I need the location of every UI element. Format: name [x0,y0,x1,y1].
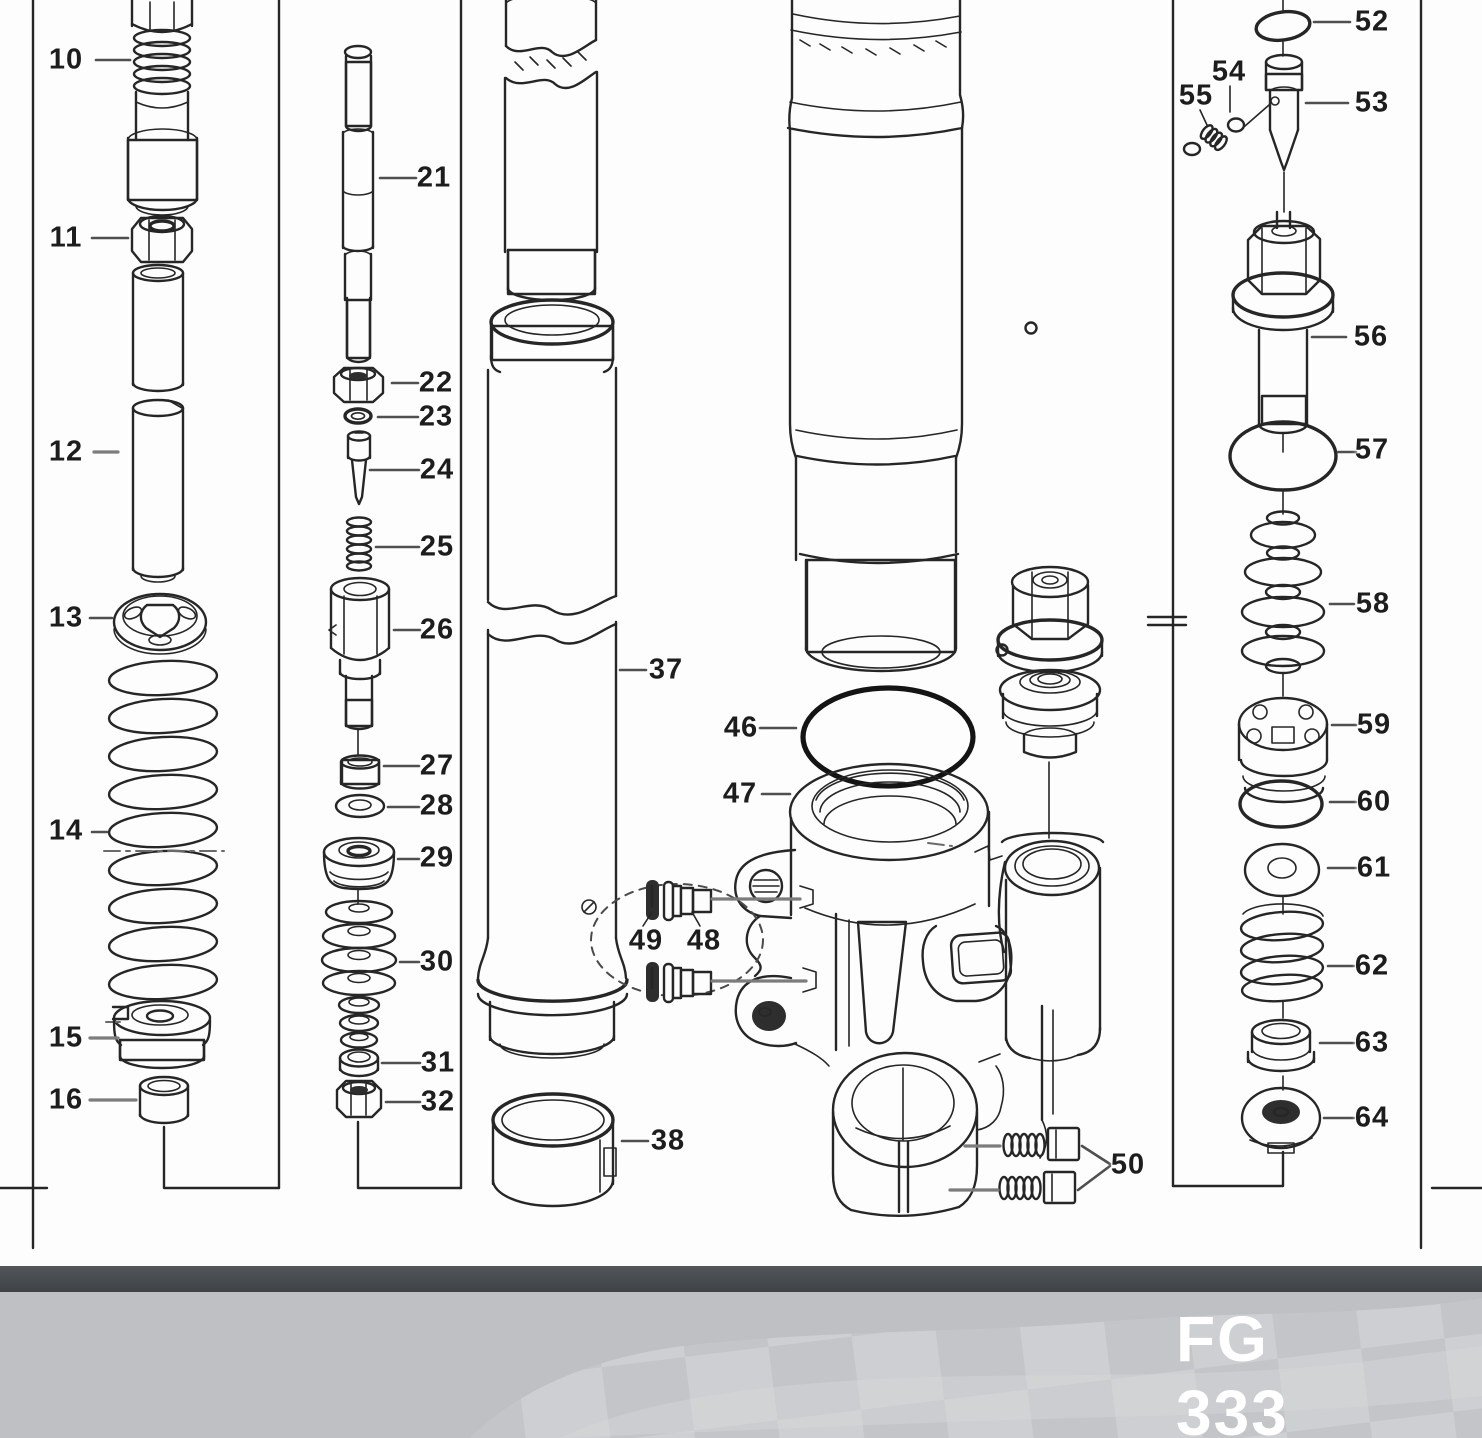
part-label-27: 27 [419,749,455,782]
part-label-12: 12 [48,435,84,468]
part-label-50: 50 [1110,1148,1146,1181]
part-label-63: 63 [1354,1026,1390,1059]
part-46-oring-drawing [800,685,976,789]
part-12-drawing [131,263,185,583]
part-61-washer-drawing [1243,842,1321,898]
part-11-drawing [130,214,194,264]
part-32-drawing [335,1079,383,1119]
part-label-38: 38 [650,1124,686,1157]
part-label-14: 14 [48,814,84,847]
part-56-cap-bolt-drawing [1231,210,1335,435]
part-label-21: 21 [416,161,452,194]
part-label-55: 55 [1178,79,1214,112]
part-25-spring-drawing [345,516,373,572]
part-52-oring-drawing [1254,9,1312,43]
part-label-23: 23 [418,400,454,433]
footer-divider-bar [0,1266,1482,1292]
part-60-oring-drawing [1238,779,1324,829]
fork-cap-plug-drawing [996,565,1104,839]
part-label-59: 59 [1356,708,1392,741]
part-label-31: 31 [420,1046,456,1079]
part-29-drawing [322,836,396,891]
part-label-26: 26 [419,613,455,646]
part-24-drawing [346,430,372,506]
part-13-drawing [112,592,208,655]
part-55-spring-drawing [1182,104,1270,157]
part-label-64: 64 [1354,1101,1390,1134]
part-59-piston-drawing [1237,696,1329,804]
column-2-leaders [368,176,422,1104]
bracket-column-1 [162,1125,281,1190]
part-label-22: 22 [418,366,454,399]
part-label-61: 61 [1356,851,1392,884]
part-37-tube-drawing [476,0,629,1059]
part-label-37: 37 [648,653,684,686]
part-21-drawing [341,44,375,364]
part-label-47: 47 [722,777,758,810]
part-22-drawing [332,366,385,404]
clamp-bolts-50-drawing [948,1126,1112,1205]
part-23-drawing [343,407,373,425]
part-53-valve-drawing [1264,53,1304,172]
part-58-washer-stack-drawing [1240,510,1326,675]
part-38-ring-drawing [491,1092,617,1208]
part-label-57: 57 [1354,433,1390,466]
part-label-29: 29 [419,841,455,874]
part-16-drawing [138,1075,190,1125]
bracket-right-panel [1171,1150,1285,1188]
page-code: FG 333 [1176,1303,1289,1438]
upper-fork-tube-drawing [786,0,965,673]
part-label-49: 49 [628,924,664,957]
column-1-leaders [88,58,138,1102]
part-label-30: 30 [419,945,455,978]
part-label-11: 11 [49,221,83,254]
part-30-stack-drawing [320,899,398,1049]
column-3-parts [476,0,650,1208]
right-panel-parts [1171,0,1358,1188]
right-panel-leaders [1304,20,1358,1120]
part-31-drawing [338,1048,380,1078]
part-label-24: 24 [419,453,455,486]
part-label-15: 15 [48,1021,84,1054]
part-10-drawing [126,0,199,216]
part-label-52: 52 [1354,5,1390,38]
column-1-parts [88,0,281,1190]
part-label-25: 25 [419,530,455,563]
red-dot-annotation-1 [1024,321,1038,335]
part-28-drawing [334,793,386,819]
part-label-48: 48 [686,924,722,957]
part-label-53: 53 [1354,86,1390,119]
part-label-60: 60 [1356,785,1392,818]
part-label-58: 58 [1355,587,1391,620]
part-62-spring-drawing [1239,903,1325,1003]
checkered-flag-graphic [470,1298,1482,1438]
part-54-ring-drawing [1226,85,1246,133]
part-26-drawing [328,576,391,731]
red-dot-annotation-2 [995,643,1009,657]
center-assembly [590,0,1112,1218]
part-label-62: 62 [1354,949,1390,982]
footer-band [0,1292,1482,1438]
part-label-13: 13 [48,601,84,634]
part-label-28: 28 [419,789,455,822]
part-57-oring-drawing [1228,420,1338,492]
part-label-32: 32 [420,1085,456,1118]
part-47-slider-drawing [734,762,1105,1218]
part-label-56: 56 [1353,320,1389,353]
part-15-drawing [105,999,212,1070]
part-label-54: 54 [1211,55,1247,88]
pinch-bolts-48-49-drawing [590,880,808,1004]
part-27-drawing [339,754,381,790]
exploded-diagram [0,0,1482,1250]
bracket-column-2 [356,1120,463,1190]
part-label-46: 46 [723,711,759,744]
part-64-nut-drawing [1240,1086,1322,1154]
part-label-10: 10 [48,43,84,76]
part-label-16: 16 [48,1083,84,1116]
part-14-spring-drawing [103,659,225,1001]
diagram-canvas [0,0,1482,1250]
column-2-parts [320,44,463,1190]
panel-borders [0,0,1482,1250]
part-63-seal-drawing [1246,1018,1316,1073]
